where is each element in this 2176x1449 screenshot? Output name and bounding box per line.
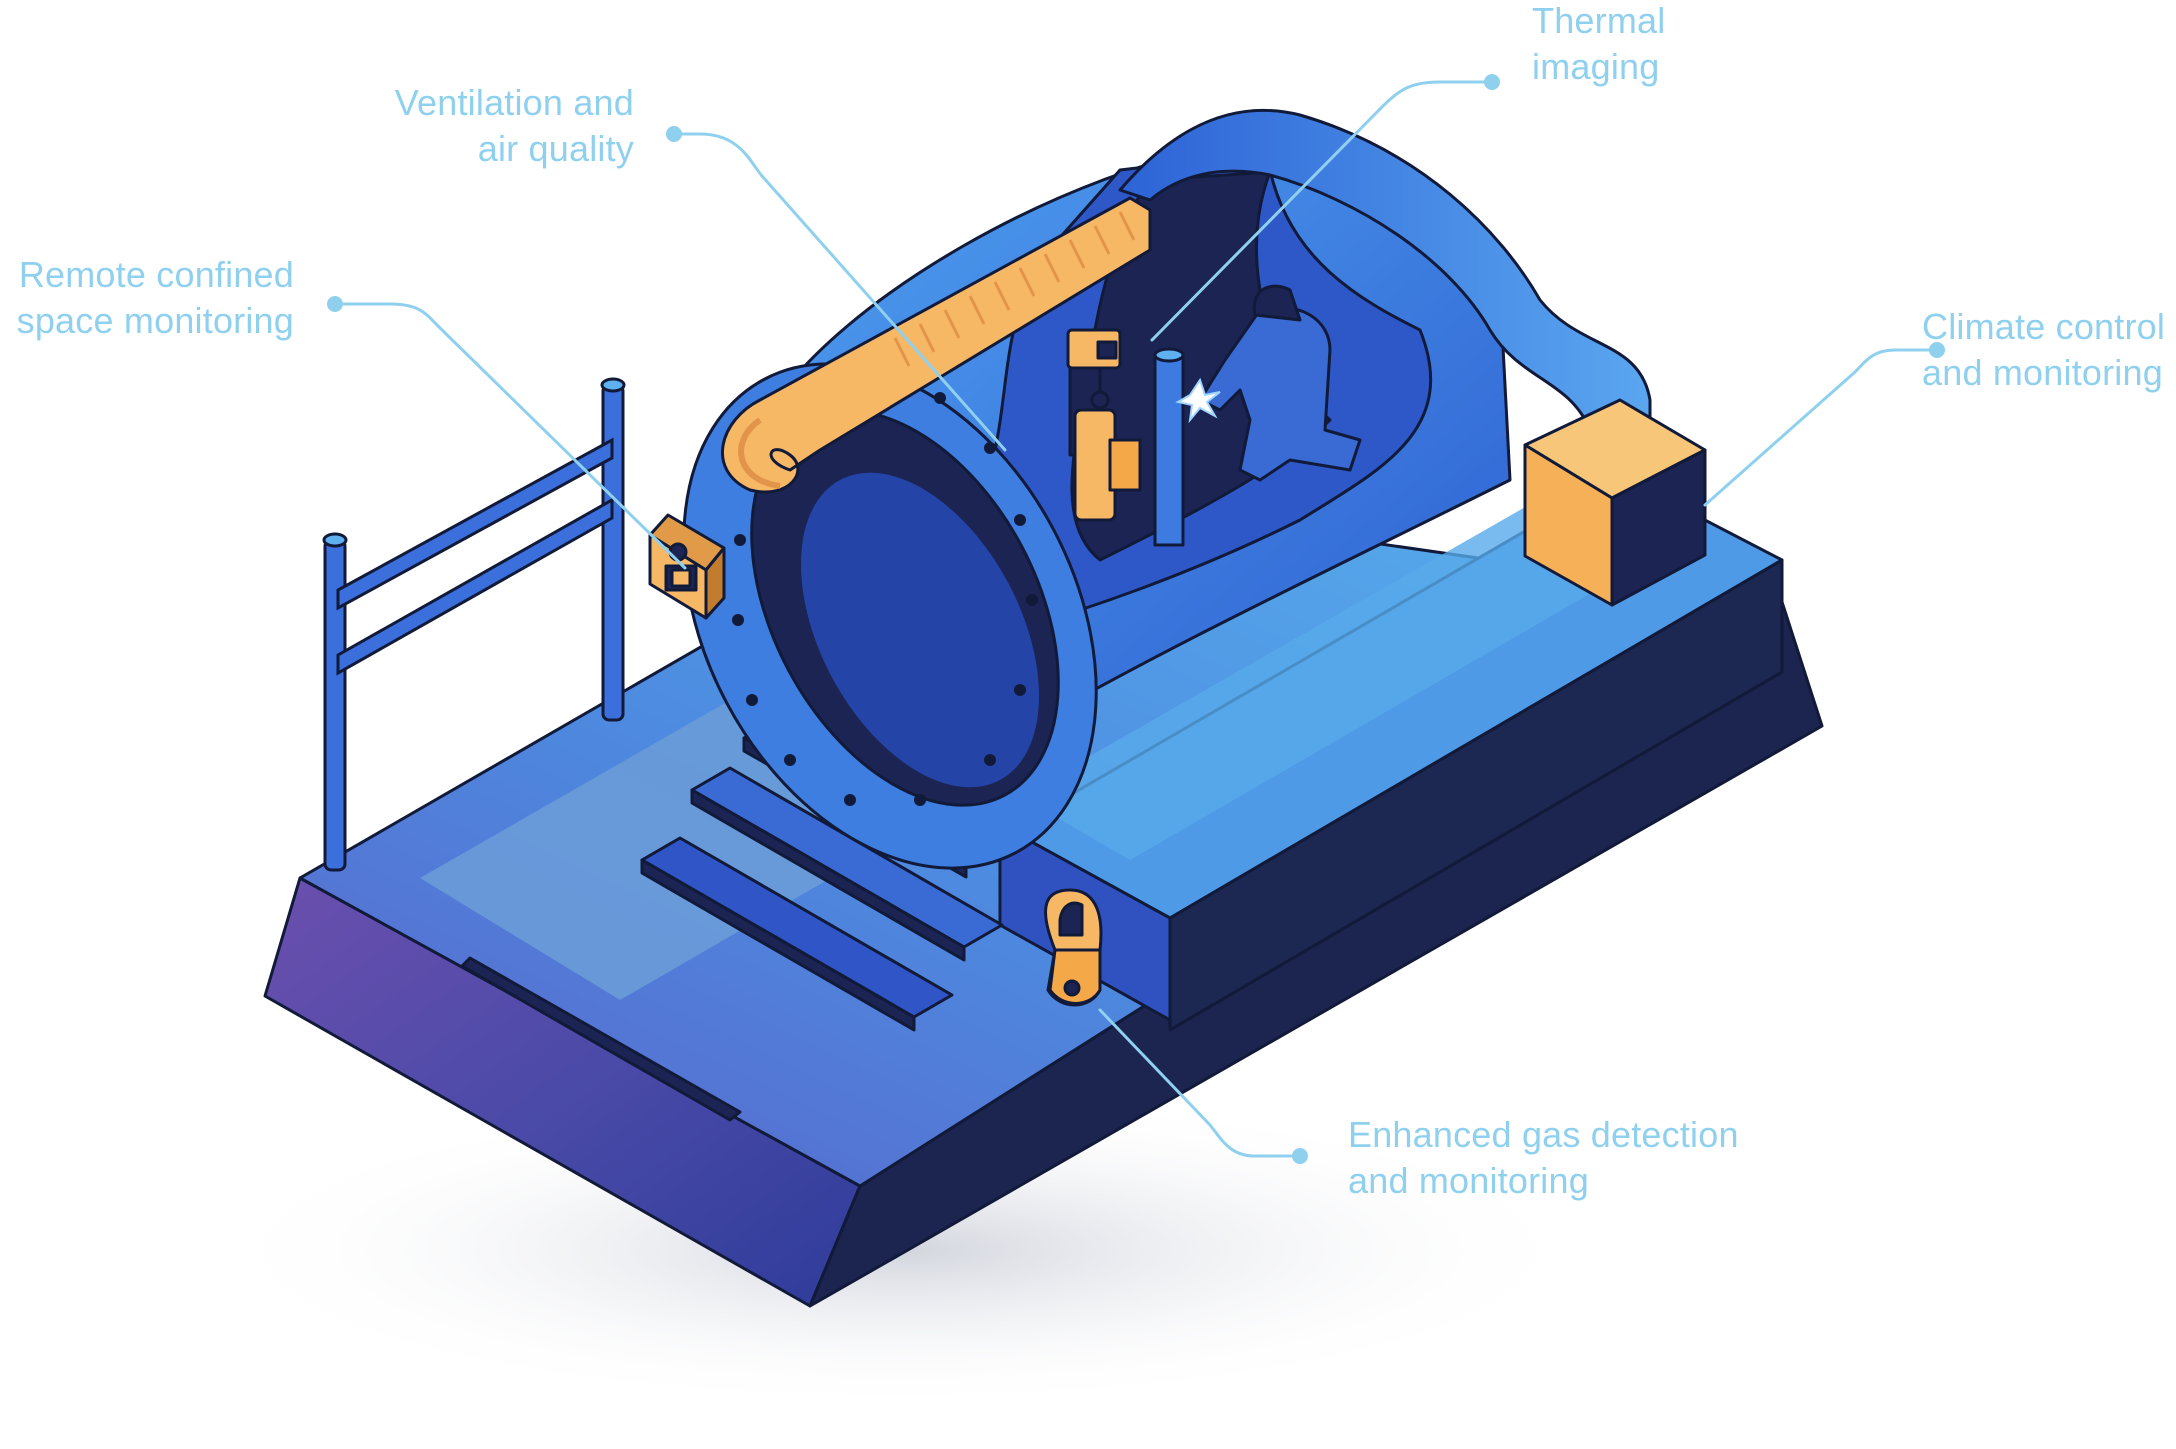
callout-thermal-imaging: Thermal imaging (1532, 0, 1665, 90)
leader-climate (1703, 348, 1937, 507)
dot-climate (1929, 342, 1945, 358)
callout-ventilation: Ventilation and air quality (395, 80, 634, 172)
platform (263, 470, 1824, 1308)
leader-dots (327, 74, 1945, 1164)
railing (322, 377, 626, 872)
gas-detector (1044, 888, 1103, 1007)
callout-thermal-line1: Thermal (1532, 0, 1666, 41)
thermal-camera-equipment (1066, 328, 1142, 522)
hose-ribs (893, 211, 1136, 367)
climate-control-unit (1523, 398, 1707, 607)
callout-ventilation-line1: Ventilation and (394, 82, 634, 123)
callout-thermal-line2: imaging (1532, 46, 1660, 87)
callout-gas-line2: and monitoring (1348, 1160, 1589, 1201)
callout-remote-monitoring: Remote confined space monitoring (17, 252, 294, 344)
callout-gas-line1: Enhanced gas detection (1348, 1114, 1739, 1155)
callout-climate-control: Climate control and monitoring (1922, 304, 2165, 396)
leader-thermal (1150, 80, 1492, 342)
callout-remote-line2: space monitoring (16, 300, 294, 341)
callout-remote-line1: Remote confined (18, 254, 294, 295)
leader-lines (333, 80, 1937, 1158)
ventilation-hose (721, 196, 1152, 494)
remote-monitoring-panel (648, 513, 726, 620)
welding-spark (1175, 377, 1221, 424)
dot-ventilation (666, 126, 682, 142)
leader-gas (1098, 1008, 1300, 1158)
leader-ventilation (672, 132, 1007, 452)
callout-ventilation-line2: air quality (477, 128, 634, 169)
leader-remote (333, 302, 687, 570)
dot-remote (327, 296, 343, 312)
dot-thermal (1484, 74, 1500, 90)
callout-gas-detection: Enhanced gas detection and monitoring (1348, 1112, 1739, 1204)
callout-climate-line1: Climate control (1922, 306, 2166, 347)
callout-climate-line2: and monitoring (1922, 352, 2163, 393)
welding-scene (1153, 284, 1362, 547)
dot-gas (1292, 1148, 1308, 1164)
